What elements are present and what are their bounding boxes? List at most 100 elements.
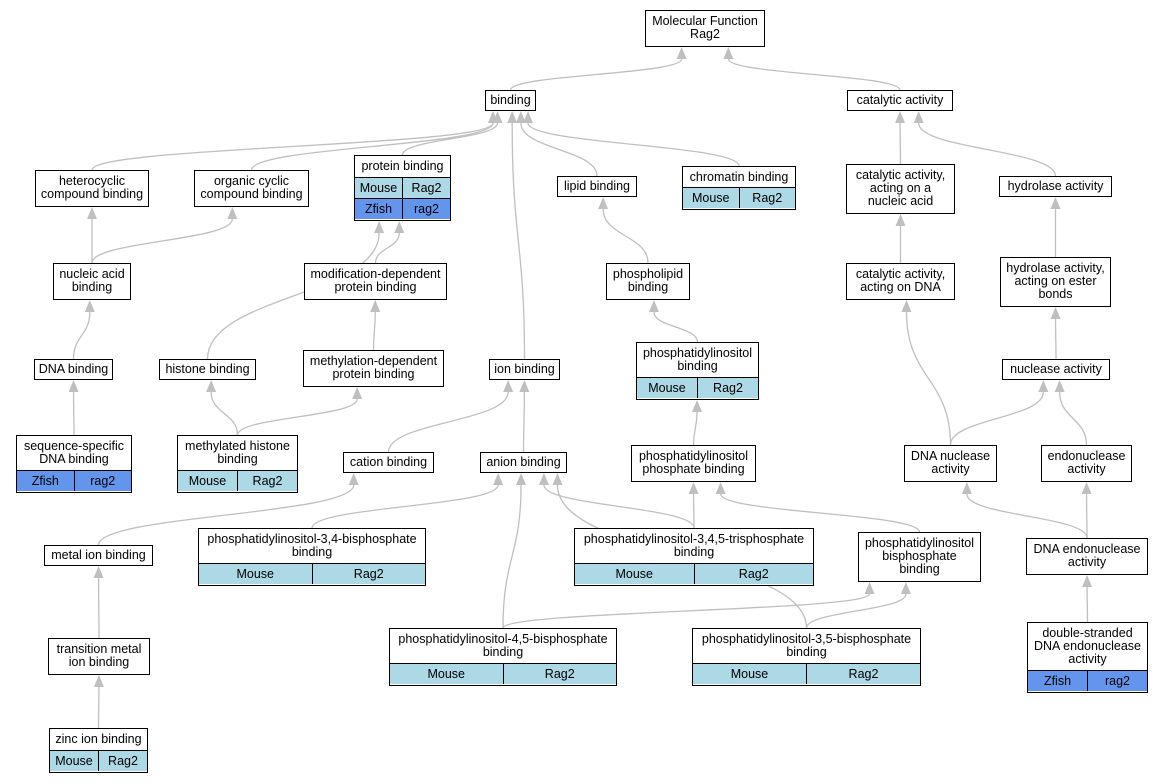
species-cell: Zfish bbox=[17, 471, 74, 491]
edge-line bbox=[520, 122, 598, 177]
edge-zinc-to-transition bbox=[93, 675, 104, 729]
node-label: DNA nuclease activity bbox=[910, 449, 991, 476]
node-catalytic-acting-on-dna[interactable]: catalytic activity, acting on DNA bbox=[846, 263, 955, 300]
node-methylation-dependent-protein-binding[interactable]: methylation-dependent protein binding bbox=[303, 350, 444, 387]
node-pi-3-4-5-trisphosphate-binding[interactable]: phosphatidylinositol-3,4,5-trisphosphate… bbox=[574, 528, 814, 586]
edge-line bbox=[91, 218, 234, 264]
node-lipid-binding[interactable]: lipid binding bbox=[557, 176, 637, 197]
node-catalytic-activity[interactable]: catalytic activity bbox=[847, 90, 953, 111]
node-phospholipid-binding[interactable]: phospholipid binding bbox=[606, 263, 690, 300]
node-organic-cyclic-compound-binding[interactable]: organic cyclic compound binding bbox=[194, 170, 309, 207]
annotation-row: Zfish rag2 bbox=[1028, 670, 1147, 691]
node-catalytic-acting-on-nucleic-acid[interactable]: catalytic activity, acting on a nucleic … bbox=[846, 164, 955, 214]
edge-dna-to-nucleic bbox=[72, 300, 95, 360]
node-hydrolase-activity[interactable]: hydrolase activity bbox=[999, 176, 1112, 197]
node-nuclease-activity[interactable]: nuclease activity bbox=[1002, 359, 1110, 380]
node-label: phosphatidylinositol-3,5-bisphosphate bi… bbox=[701, 632, 912, 659]
edge-arrowhead bbox=[676, 47, 687, 59]
edge-line bbox=[97, 484, 355, 546]
node-phosphatidylinositol-phosphate-binding[interactable]: phosphatidylinositol phosphate binding bbox=[631, 445, 756, 482]
edge-binding-to-root bbox=[509, 47, 687, 91]
node-zinc-ion-binding[interactable]: zinc ion binding Mouse Rag2 bbox=[49, 728, 148, 773]
edge-arrowhead bbox=[507, 111, 518, 123]
edge-arrowhead bbox=[1081, 482, 1092, 494]
edge-pi35-to-pibis bbox=[805, 582, 911, 629]
edge-arrowhead bbox=[538, 473, 549, 485]
species-cell: Mouse bbox=[637, 378, 697, 398]
node-phosphatidylinositol-bisphosphate-binding[interactable]: phosphatidylinositol bisphosphate bindin… bbox=[858, 532, 981, 582]
node-pi-3-4-bisphosphate-binding[interactable]: phosphatidylinositol-3,4-bisphosphate bi… bbox=[198, 528, 426, 586]
node-heterocyclic-compound-binding[interactable]: heterocyclic compound binding bbox=[35, 170, 149, 207]
node-anion-binding[interactable]: anion binding bbox=[480, 452, 567, 473]
annotation-row: Mouse Rag2 bbox=[575, 563, 813, 584]
gene-cell: Rag2 bbox=[98, 751, 147, 771]
node-ion-binding[interactable]: ion binding bbox=[489, 359, 560, 380]
edge-arrowhead bbox=[352, 387, 363, 399]
edge-arrowhead bbox=[348, 473, 359, 485]
node-label: phosphatidylinositol bisphosphate bindin… bbox=[864, 536, 975, 576]
node-double-stranded-dna-endonuclease-activity[interactable]: double-stranded DNA endonuclease activit… bbox=[1027, 622, 1148, 693]
edge-protein-to-binding bbox=[401, 111, 503, 156]
node-chromatin-binding[interactable]: chromatin binding Mouse Rag2 bbox=[682, 166, 796, 210]
node-phosphatidylinositol-binding[interactable]: phosphatidylinositol binding Mouse Rag2 bbox=[636, 342, 759, 400]
node-binding[interactable]: binding bbox=[485, 90, 536, 111]
gene-cell: rag2 bbox=[73, 471, 131, 491]
node-nucleic-acid-binding[interactable]: nucleic acid binding bbox=[53, 263, 131, 300]
edge-arrowhead bbox=[206, 380, 217, 392]
node-molecular-function[interactable]: Molecular Function Rag2 bbox=[645, 10, 765, 47]
edge-arrowhead bbox=[1050, 307, 1061, 319]
node-dna-endonuclease-activity[interactable]: DNA endonuclease activity bbox=[1026, 538, 1148, 575]
edge-nuclease-to-hydro_ester bbox=[1050, 307, 1061, 360]
node-label: modification-dependent protein binding bbox=[310, 267, 441, 294]
node-pi-4-5-bisphosphate-binding[interactable]: phosphatidylinositol-4,5-bisphosphate bi… bbox=[389, 628, 617, 686]
edge-arrowhead bbox=[93, 675, 104, 687]
edge-arrowhead bbox=[895, 111, 906, 123]
edge-arrowhead bbox=[492, 111, 503, 123]
edge-arrowhead bbox=[1038, 380, 1049, 392]
gene-cell: Rag2 bbox=[693, 564, 813, 584]
node-pi-3-5-bisphosphate-binding[interactable]: phosphatidylinositol-3,5-bisphosphate bi… bbox=[692, 628, 921, 686]
edge-line bbox=[311, 484, 499, 529]
species-cell: Mouse bbox=[178, 471, 237, 491]
edge-line bbox=[401, 122, 499, 156]
gene-cell: Rag2 bbox=[237, 471, 297, 491]
node-transition-metal-ion-binding[interactable]: transition metal ion binding bbox=[48, 638, 150, 675]
node-sequence-specific-dna-binding[interactable]: sequence-specific DNA binding Zfish rag2 bbox=[16, 435, 132, 493]
edge-line bbox=[387, 391, 509, 453]
node-hydrolase-acting-on-ester-bonds[interactable]: hydrolase activity, acting on ester bond… bbox=[1000, 257, 1111, 307]
node-modification-dependent-protein-binding[interactable]: modification-dependent protein binding bbox=[304, 263, 447, 300]
gene-cell: Rag2 bbox=[738, 188, 795, 208]
edge-arrowhead bbox=[900, 582, 911, 594]
node-protein-binding[interactable]: protein binding Mouse Rag2 Zfish rag2 bbox=[354, 155, 451, 221]
annotation-row: Zfish rag2 bbox=[17, 470, 131, 491]
node-label: transition metal ion binding bbox=[56, 642, 142, 669]
edge-pibis-to-pip bbox=[715, 482, 921, 533]
node-label: catalytic activity bbox=[856, 92, 944, 107]
node-label: metal ion binding bbox=[51, 547, 146, 562]
edge-nucleic-to-organic bbox=[91, 207, 238, 264]
node-label: phosphatidylinositol phosphate binding bbox=[638, 449, 749, 476]
node-label: anion binding bbox=[486, 454, 561, 469]
edge-dna_endo-to-endonuclease bbox=[1081, 482, 1092, 539]
node-label: nucleic acid binding bbox=[59, 267, 125, 294]
node-label: heterocyclic compound binding bbox=[40, 174, 144, 201]
edge-ds_endo-to-dna_endo bbox=[1082, 575, 1093, 623]
edge-arrowhead bbox=[523, 111, 533, 123]
node-metal-ion-binding[interactable]: metal ion binding bbox=[44, 545, 153, 566]
node-endonuclease-activity[interactable]: endonuclease activity bbox=[1041, 445, 1132, 482]
edge-modif-to-protein bbox=[374, 221, 405, 264]
edge-arrowhead bbox=[370, 300, 381, 312]
node-dna-binding[interactable]: DNA binding bbox=[34, 359, 113, 380]
edge-line bbox=[719, 493, 921, 533]
node-label: binding bbox=[490, 92, 531, 107]
gene-cell: rag2 bbox=[1087, 671, 1147, 691]
edge-cat_dna-to-cat_nucleic bbox=[895, 214, 906, 263]
edge-line bbox=[91, 122, 494, 171]
node-label: phosphatidylinositol-4,5-bisphosphate bi… bbox=[398, 632, 608, 659]
edge-arrowhead bbox=[895, 214, 906, 226]
node-methylated-histone-binding[interactable]: methylated histone binding Mouse Rag2 bbox=[177, 435, 298, 493]
node-dna-nuclease-activity[interactable]: DNA nuclease activity bbox=[904, 445, 997, 482]
edge-metal-to-cation bbox=[97, 473, 359, 546]
node-cation-binding[interactable]: cation binding bbox=[343, 452, 434, 473]
node-histone-binding[interactable]: histone binding bbox=[159, 359, 256, 380]
